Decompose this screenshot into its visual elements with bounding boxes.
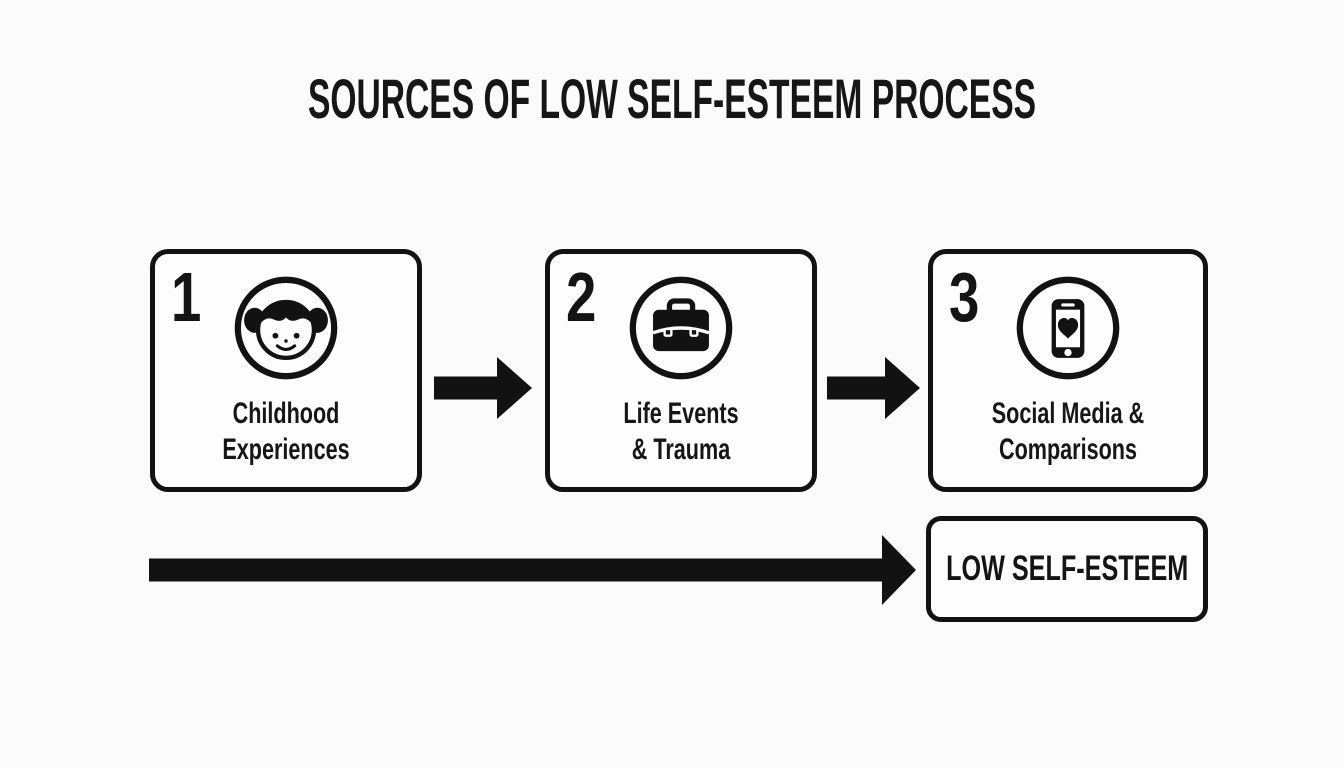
flow-arrow-2-3 (827, 357, 920, 419)
step-label-childhood-experiences: Childhood Experiences (155, 396, 417, 467)
step-label-line: Life Events (623, 397, 739, 431)
step-number-3: 3 (949, 258, 980, 336)
phone-heart-icon (933, 275, 1203, 381)
step-label-line: & Trauma (631, 432, 731, 466)
result-box-low-self-esteem: LOW SELF-ESTEEM (926, 516, 1208, 622)
step-box-social-media-comparisons: 3 Social Media & Comparisons (928, 249, 1208, 492)
diagram-title: SOURCES OF LOW SELF-ESTEEM PROCESS (307, 67, 1037, 130)
child-face-icon (155, 275, 417, 381)
step-number-2: 2 (566, 258, 597, 336)
result-label: LOW SELF-ESTEEM (945, 549, 1189, 588)
step-label-line: Childhood (232, 397, 340, 431)
step-box-childhood-experiences: 1 Childhood Experiences (150, 249, 422, 492)
step-label-social-media-comparisons: Social Media & Comparisons (933, 396, 1203, 467)
step-label-line: Comparisons (998, 432, 1138, 466)
flow-arrow-1-2 (434, 357, 532, 419)
process-arrow (149, 535, 916, 605)
step-label-line: Experiences (222, 432, 350, 466)
step-label-line: Social Media & (991, 397, 1145, 431)
step-label-life-events-trauma: Life Events & Trauma (550, 396, 812, 467)
step-box-life-events-trauma: 2 Life Events & Trauma (545, 249, 817, 492)
briefcase-icon (550, 275, 812, 381)
step-number-1: 1 (171, 258, 202, 336)
